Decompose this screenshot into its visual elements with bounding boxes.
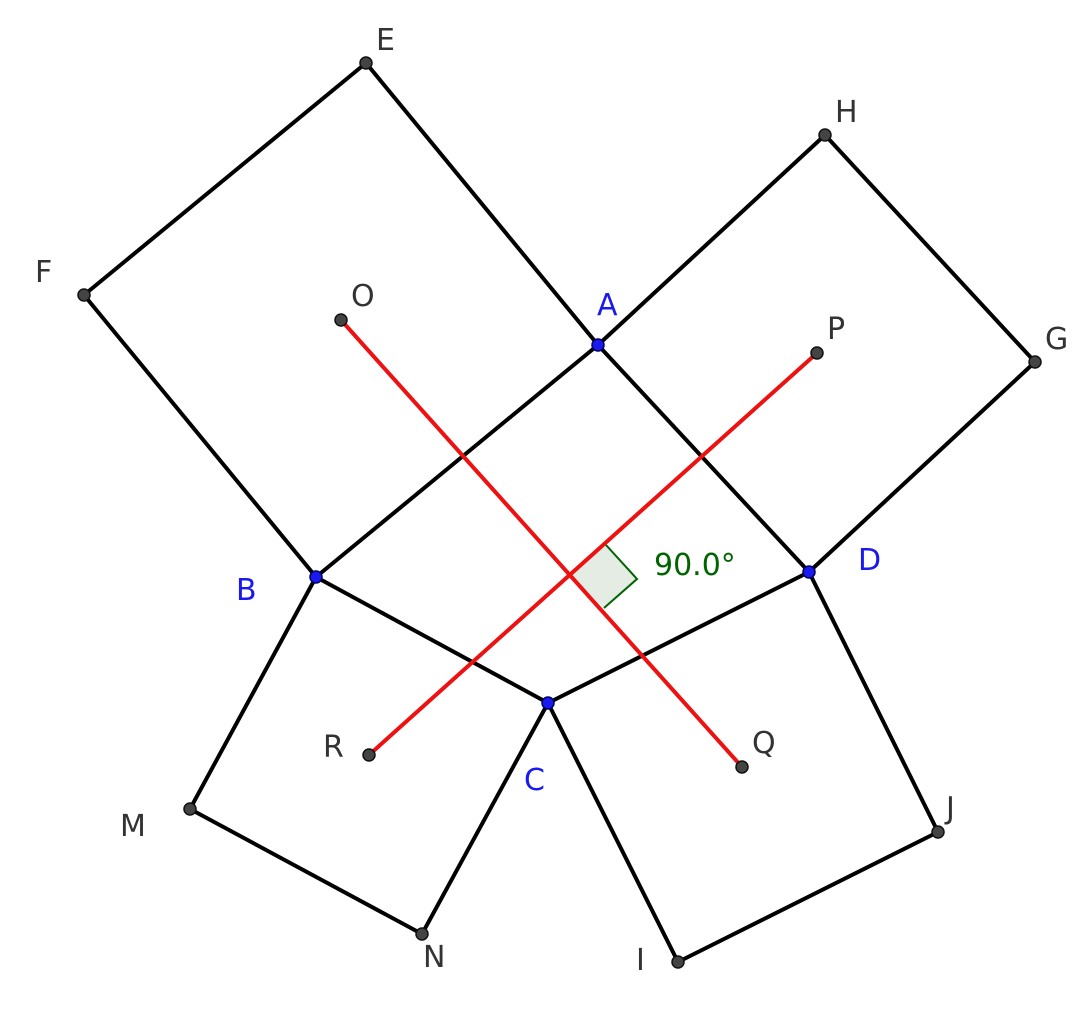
point-m[interactable]: [183, 802, 197, 816]
point-r[interactable]: [362, 748, 376, 762]
quadrilateral-abcd: [314, 343, 811, 705]
point-g[interactable]: [1028, 355, 1042, 369]
label-o: O: [351, 279, 375, 314]
square-dahg: [596, 133, 1037, 574]
square-ab-edge-bf: [82, 293, 318, 579]
label-q: Q: [752, 726, 776, 761]
label-i: I: [636, 943, 645, 978]
point-o[interactable]: [334, 313, 348, 327]
square-cd-edge-ji: [676, 830, 940, 964]
point-i[interactable]: [671, 955, 685, 969]
square-da-edge-ah: [596, 133, 827, 347]
label-f: F: [35, 255, 52, 290]
square-cd-edge-dj: [807, 570, 940, 834]
label-g: G: [1045, 322, 1068, 357]
free-point-labels: A B C D: [236, 288, 881, 798]
label-p: P: [827, 312, 845, 347]
point-a[interactable]: [591, 338, 605, 352]
square-ab-edge-ea: [364, 61, 600, 347]
label-m: M: [120, 809, 146, 844]
label-h: H: [835, 95, 858, 130]
square-cdji: [546, 570, 940, 964]
dependent-point-labels: E F H G J I N M O P Q R: [35, 23, 1068, 978]
center-segments: [339, 318, 819, 769]
side-da: [596, 343, 811, 574]
label-d: D: [858, 543, 881, 578]
label-b: B: [236, 573, 257, 608]
point-j[interactable]: [931, 825, 945, 839]
point-b[interactable]: [309, 570, 323, 584]
square-abfe: [82, 61, 600, 579]
square-bc-edge-cn: [420, 701, 550, 936]
side-ab: [314, 343, 600, 579]
right-angle-marker: [571, 544, 639, 609]
point-f[interactable]: [77, 288, 91, 302]
label-n: N: [423, 940, 445, 975]
point-c[interactable]: [541, 696, 555, 710]
square-da-edge-gd: [807, 360, 1037, 574]
free-points: [309, 338, 816, 710]
square-cd-edge-ic: [546, 701, 680, 964]
square-ab-edge-fe: [82, 61, 368, 297]
square-bc-edge-mb: [188, 575, 318, 811]
point-h[interactable]: [818, 128, 832, 142]
point-d[interactable]: [802, 565, 816, 579]
label-a: A: [597, 288, 618, 323]
point-e[interactable]: [359, 56, 373, 70]
side-cd: [546, 570, 811, 705]
dependent-points: [77, 56, 1042, 969]
angle-value-label: 90.0°: [654, 548, 736, 583]
label-j: J: [944, 791, 955, 826]
label-e: E: [376, 23, 395, 58]
segment-oq: [339, 318, 744, 769]
point-p[interactable]: [810, 346, 824, 360]
segment-pr: [367, 351, 819, 757]
square-bc-edge-nm: [188, 807, 424, 936]
label-c: C: [524, 763, 545, 798]
point-n[interactable]: [415, 927, 429, 941]
label-r: R: [323, 730, 344, 765]
side-bc: [314, 575, 550, 705]
square-da-edge-hg: [823, 133, 1037, 364]
point-q[interactable]: [735, 760, 749, 774]
square-bcnm: [188, 575, 550, 936]
